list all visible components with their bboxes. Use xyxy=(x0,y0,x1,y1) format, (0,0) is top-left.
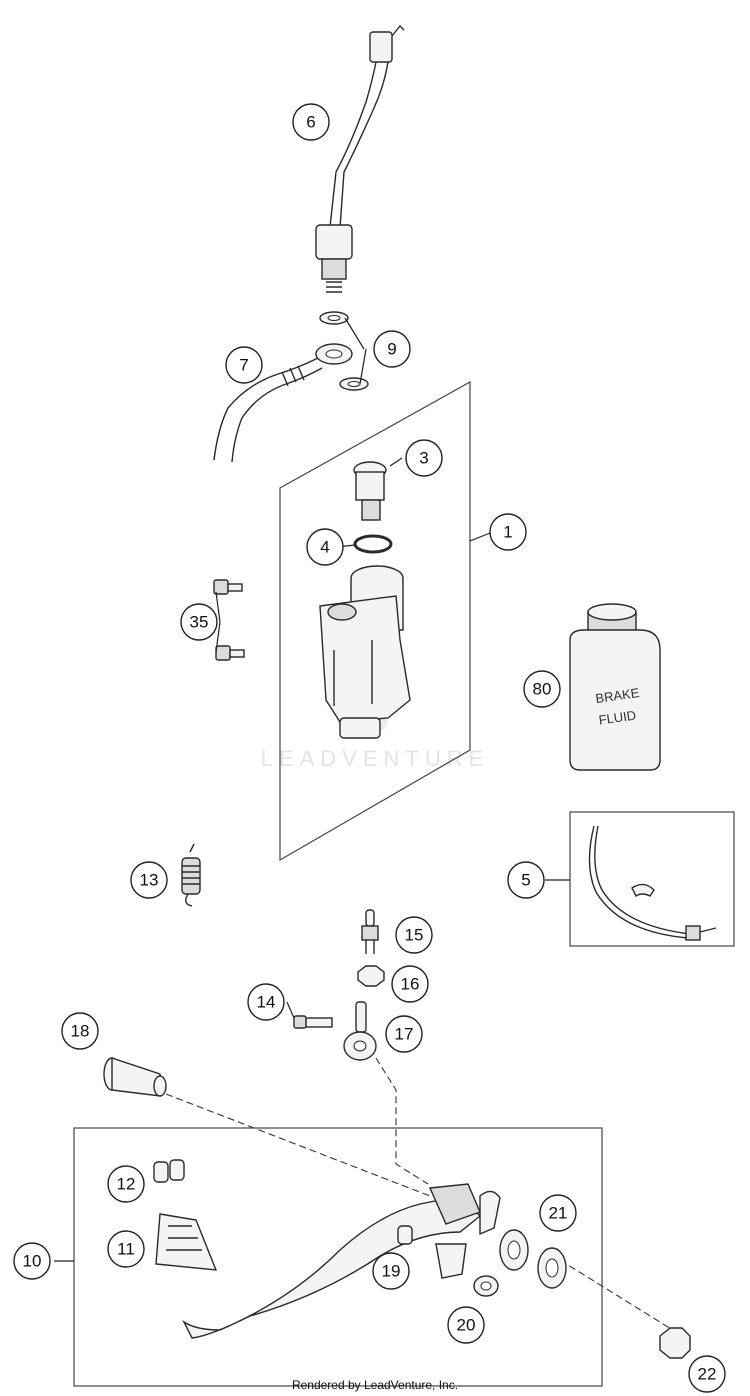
callout-80: 80 xyxy=(523,670,561,708)
svg-text:3: 3 xyxy=(419,449,428,468)
brake-pedal xyxy=(182,1183,501,1339)
callout-10: 10 xyxy=(13,1242,51,1280)
svg-text:1: 1 xyxy=(503,523,512,542)
callout-7: 7 xyxy=(225,346,263,384)
callout-12: 12 xyxy=(107,1165,145,1203)
callout-5: 5 xyxy=(507,861,545,899)
svg-text:22: 22 xyxy=(698,1365,717,1384)
svg-text:16: 16 xyxy=(401,975,420,994)
svg-text:5: 5 xyxy=(521,871,530,890)
svg-text:15: 15 xyxy=(405,926,424,945)
callout-22: 22 xyxy=(688,1355,726,1393)
callout-14: 14 xyxy=(247,983,285,1021)
master-cylinder-body xyxy=(319,565,411,739)
callout-11: 11 xyxy=(107,1230,145,1268)
part-15-bleed-screw xyxy=(361,909,379,954)
part-17-banjo xyxy=(343,1001,377,1061)
part-35-screws xyxy=(213,579,245,661)
svg-text:20: 20 xyxy=(457,1316,476,1335)
svg-text:35: 35 xyxy=(190,613,209,632)
watermark-text: LEADVENTURE xyxy=(261,746,490,771)
part-14-bolt xyxy=(293,1015,333,1029)
footer-credit: Rendered by LeadVenture, Inc. xyxy=(291,1378,459,1392)
svg-text:13: 13 xyxy=(140,871,159,890)
callout-21: 21 xyxy=(539,1194,577,1232)
leader-lines xyxy=(54,317,570,1262)
part-80-brake-fluid: BRAKE FLUID xyxy=(569,603,661,771)
callout-3: 3 xyxy=(405,439,443,477)
part-11-pedal-tip xyxy=(155,1213,218,1271)
svg-text:14: 14 xyxy=(257,993,276,1012)
svg-text:19: 19 xyxy=(382,1262,401,1281)
part-5-cable-set xyxy=(569,811,735,947)
callout-6: 6 xyxy=(292,103,330,141)
alignment-line-pin xyxy=(165,1093,431,1197)
part-1-master-cylinder-group xyxy=(279,380,471,862)
part-13-spring xyxy=(181,843,201,907)
part-18-pivot-pin xyxy=(103,1057,167,1097)
bottle-label-line2: FLUID xyxy=(598,708,637,728)
svg-text:6: 6 xyxy=(306,113,315,132)
alignment-line-bearings xyxy=(559,1259,677,1333)
svg-text:4: 4 xyxy=(320,538,329,557)
part-22-nut xyxy=(659,1327,691,1359)
callout-17: 17 xyxy=(385,1015,423,1053)
callout-9: 9 xyxy=(373,330,411,368)
callout-15: 15 xyxy=(395,916,433,954)
bottle-label-line1: BRAKE xyxy=(595,685,641,706)
callout-35: 35 xyxy=(180,603,218,641)
svg-text:7: 7 xyxy=(239,356,248,375)
svg-text:11: 11 xyxy=(117,1240,135,1259)
part-20-bushing xyxy=(473,1275,499,1297)
part-16-nut xyxy=(357,965,385,987)
part-10-brake-pedal-group xyxy=(73,1127,603,1387)
part-4-o-ring xyxy=(353,534,393,554)
callout-18: 18 xyxy=(61,1012,99,1050)
part-7-brake-hose xyxy=(213,343,353,463)
callout-1: 1 xyxy=(489,513,527,551)
part-9-washers xyxy=(319,311,369,391)
svg-text:17: 17 xyxy=(395,1025,414,1044)
part-6-brake-switch xyxy=(315,24,405,293)
svg-text:80: 80 xyxy=(533,680,552,699)
callout-13: 13 xyxy=(130,861,168,899)
svg-text:18: 18 xyxy=(71,1022,90,1041)
svg-text:9: 9 xyxy=(387,340,396,359)
callout-4: 4 xyxy=(306,528,344,566)
svg-text:10: 10 xyxy=(23,1252,42,1271)
svg-text:12: 12 xyxy=(117,1175,136,1194)
svg-text:21: 21 xyxy=(549,1204,568,1223)
callout-16: 16 xyxy=(391,965,429,1003)
part-12-caps xyxy=(153,1159,185,1183)
alignment-line-banjo xyxy=(375,1057,429,1185)
callout-19: 19 xyxy=(372,1252,410,1290)
part-21-bearings xyxy=(499,1229,567,1289)
callout-20: 20 xyxy=(447,1306,485,1344)
part-3-reservoir-fitting xyxy=(353,461,387,521)
